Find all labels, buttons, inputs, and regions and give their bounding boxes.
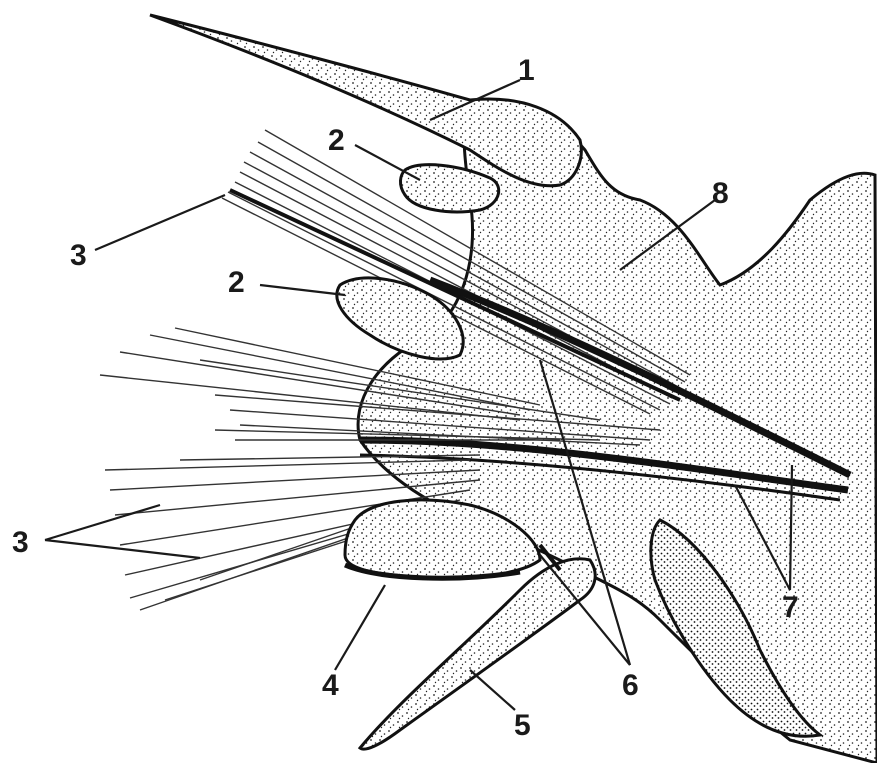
leader-2a [355, 145, 420, 180]
label-4: 4 [322, 669, 339, 702]
label-7: 7 [782, 591, 799, 624]
leader-3b-lower [45, 540, 200, 558]
label-3b: 3 [12, 526, 29, 559]
lower-spine [360, 559, 595, 749]
label-2b: 2 [228, 266, 245, 299]
leader-5 [470, 670, 515, 710]
label-3a: 3 [70, 239, 87, 272]
leader-2b [260, 285, 345, 295]
leader-3a [95, 195, 225, 250]
label-6: 6 [622, 669, 639, 702]
leader-3b-upper [45, 505, 160, 540]
label-2a: 2 [328, 124, 345, 157]
leader-4 [335, 585, 385, 670]
upper-spine [150, 15, 581, 186]
label-8: 8 [712, 177, 729, 210]
label-1: 1 [518, 54, 535, 87]
label-5: 5 [514, 709, 531, 742]
